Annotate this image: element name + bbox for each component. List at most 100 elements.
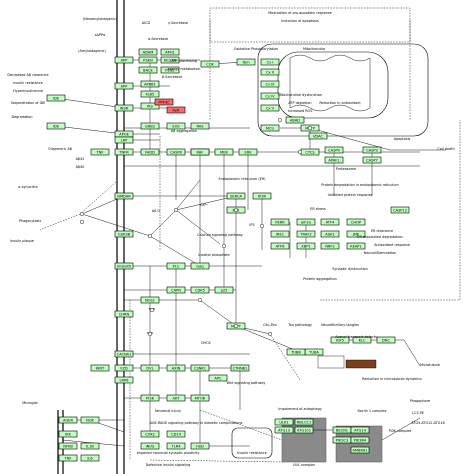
gene-box[interactable] <box>140 90 160 98</box>
gene-box[interactable] <box>260 92 280 100</box>
gene-node-cacna1[interactable]: CACNA1 <box>114 350 134 358</box>
gene-node-tubb[interactable]: TUBB <box>286 348 306 356</box>
gene-node-cox[interactable]: COX <box>200 60 220 68</box>
gene-node-serca[interactable]: SERCA <box>226 192 246 200</box>
gene-node-traf2[interactable]: TRAF2 <box>296 230 316 238</box>
gene-box[interactable] <box>166 430 186 438</box>
gene-box[interactable] <box>226 192 246 200</box>
gene-box[interactable] <box>166 442 186 450</box>
gene-box[interactable] <box>114 192 134 200</box>
gene-box[interactable] <box>362 156 382 164</box>
gene-node-cdk5[interactable]: CDK5 <box>190 286 210 294</box>
gene-node-pen2[interactable]: PEN2 <box>160 66 180 74</box>
gene-box[interactable] <box>46 94 66 102</box>
gene-box[interactable] <box>260 80 280 88</box>
gene-node-adam[interactable]: ADAM <box>138 48 158 56</box>
gene-node-mglur5[interactable]: mGluR5 <box>114 262 134 270</box>
gene-box[interactable] <box>346 230 366 238</box>
gene-node-mek[interactable]: MEK <box>214 148 234 156</box>
gene-node-ikk[interactable]: IKK <box>58 430 78 438</box>
gene-node-ambra1[interactable]: AMBRA1 <box>350 446 370 454</box>
gene-node-atg13[interactable]: ATG13 <box>274 426 294 434</box>
gene-box[interactable] <box>138 56 158 64</box>
gene-box[interactable] <box>140 394 160 402</box>
gene-node-atg14[interactable]: ATG14 <box>350 426 370 434</box>
gene-box[interactable] <box>270 230 290 238</box>
gene-box[interactable] <box>308 132 328 140</box>
gene-box[interactable] <box>208 374 228 382</box>
gene-node-atg101[interactable]: ATG101 <box>294 426 314 434</box>
gene-box[interactable] <box>58 454 78 462</box>
gene-box[interactable] <box>350 436 370 444</box>
gene-box[interactable] <box>274 418 294 426</box>
compound-node[interactable] <box>233 207 239 213</box>
gene-box[interactable] <box>270 218 290 226</box>
gene-box[interactable] <box>58 430 78 438</box>
gene-node-ide[interactable]: IDE <box>46 94 66 102</box>
gene-node-hsd[interactable]: HSD <box>190 442 210 450</box>
gene-box[interactable] <box>190 262 210 270</box>
gene-box[interactable] <box>324 146 344 154</box>
gene-box[interactable] <box>114 104 134 112</box>
gene-node-nrf2[interactable]: NRF2 <box>320 242 340 250</box>
gene-node-perk[interactable]: PERK <box>270 218 290 226</box>
gene-node-bace[interactable]: BACE <box>138 66 158 74</box>
gene-box[interactable] <box>214 286 234 294</box>
gene-node-tlr4[interactable]: TLR4 <box>166 442 186 450</box>
gene-node-cycs[interactable]: CYCS <box>300 148 320 156</box>
gene-node-grb2[interactable]: GRB2 <box>140 122 160 130</box>
gene-node-apoe[interactable]: APOE <box>114 130 134 138</box>
gene-node-lrp6[interactable]: LRP6 <box>114 376 134 384</box>
gene-box[interactable] <box>114 350 134 358</box>
gene-box[interactable] <box>46 122 66 130</box>
gene-node-ire1[interactable]: IRE1 <box>270 230 290 238</box>
gene-node-akt[interactable]: AKT <box>166 394 186 402</box>
gene-node-chop[interactable]: CHOP <box>346 218 366 226</box>
gene-node-cx-ii[interactable]: Cx II <box>260 68 280 76</box>
gene-node-fadd[interactable]: FADD <box>140 148 160 156</box>
gene-node-nfkb[interactable]: NFKB <box>58 442 78 450</box>
gene-node-apc[interactable]: APC <box>208 374 228 382</box>
gene-node-chrn[interactable]: CHRN <box>114 310 134 318</box>
gene-box[interactable] <box>114 262 134 270</box>
gene-box[interactable] <box>324 156 344 164</box>
gene-box[interactable] <box>80 454 100 462</box>
gene-box[interactable] <box>320 230 340 238</box>
gene-node-dnc[interactable]: DNC <box>376 336 396 344</box>
gene-node-ager[interactable]: AGER <box>58 416 78 424</box>
gene-node-tnfr[interactable]: TNFR <box>114 148 134 156</box>
gene-node-apaf1[interactable]: APAF1 <box>324 156 344 164</box>
gene-box[interactable] <box>190 122 210 130</box>
gene-box[interactable] <box>114 230 134 238</box>
gene-box[interactable] <box>214 148 234 156</box>
gene-box[interactable] <box>140 122 160 130</box>
gene-node-casp3[interactable]: CASP3 <box>362 146 382 154</box>
gene-box[interactable] <box>166 122 186 130</box>
compound-node[interactable] <box>79 219 85 225</box>
gene-node-csnk1[interactable]: CSNK1 <box>190 364 210 372</box>
gene-node-axin[interactable]: AXIN <box>166 364 186 372</box>
gene-node-aph1[interactable]: APH1 <box>160 48 180 56</box>
gene-box[interactable] <box>294 418 314 426</box>
gene-node-atf6[interactable]: ATF6 <box>270 242 290 250</box>
gene-node-gsk3b[interactable]: GSK3B <box>114 230 134 238</box>
gene-node-cx-v[interactable]: Cx V <box>260 104 280 112</box>
gene-box[interactable] <box>230 364 250 372</box>
gene-box[interactable] <box>166 286 186 294</box>
gene-box[interactable] <box>190 442 210 450</box>
gene-box[interactable] <box>352 336 372 344</box>
gene-box[interactable] <box>160 56 180 64</box>
gene-box[interactable] <box>190 364 210 372</box>
gene-node-tom[interactable]: Tom <box>236 58 256 66</box>
gene-node-wnt[interactable]: WNT <box>90 364 110 372</box>
gene-node-tnf[interactable]: TNF <box>90 148 110 156</box>
compound-node[interactable] <box>307 125 313 131</box>
gene-node-ctnnb1[interactable]: CTNNB1 <box>230 364 250 372</box>
gene-box[interactable] <box>190 394 210 402</box>
gene-box[interactable] <box>90 364 110 372</box>
gene-node-ulk1[interactable]: ULK1 <box>274 418 294 426</box>
gene-box[interactable] <box>270 242 290 250</box>
gene-node-il6[interactable]: IL6 <box>80 454 100 462</box>
compound-node[interactable] <box>79 211 85 217</box>
gene-box[interactable] <box>80 416 100 424</box>
